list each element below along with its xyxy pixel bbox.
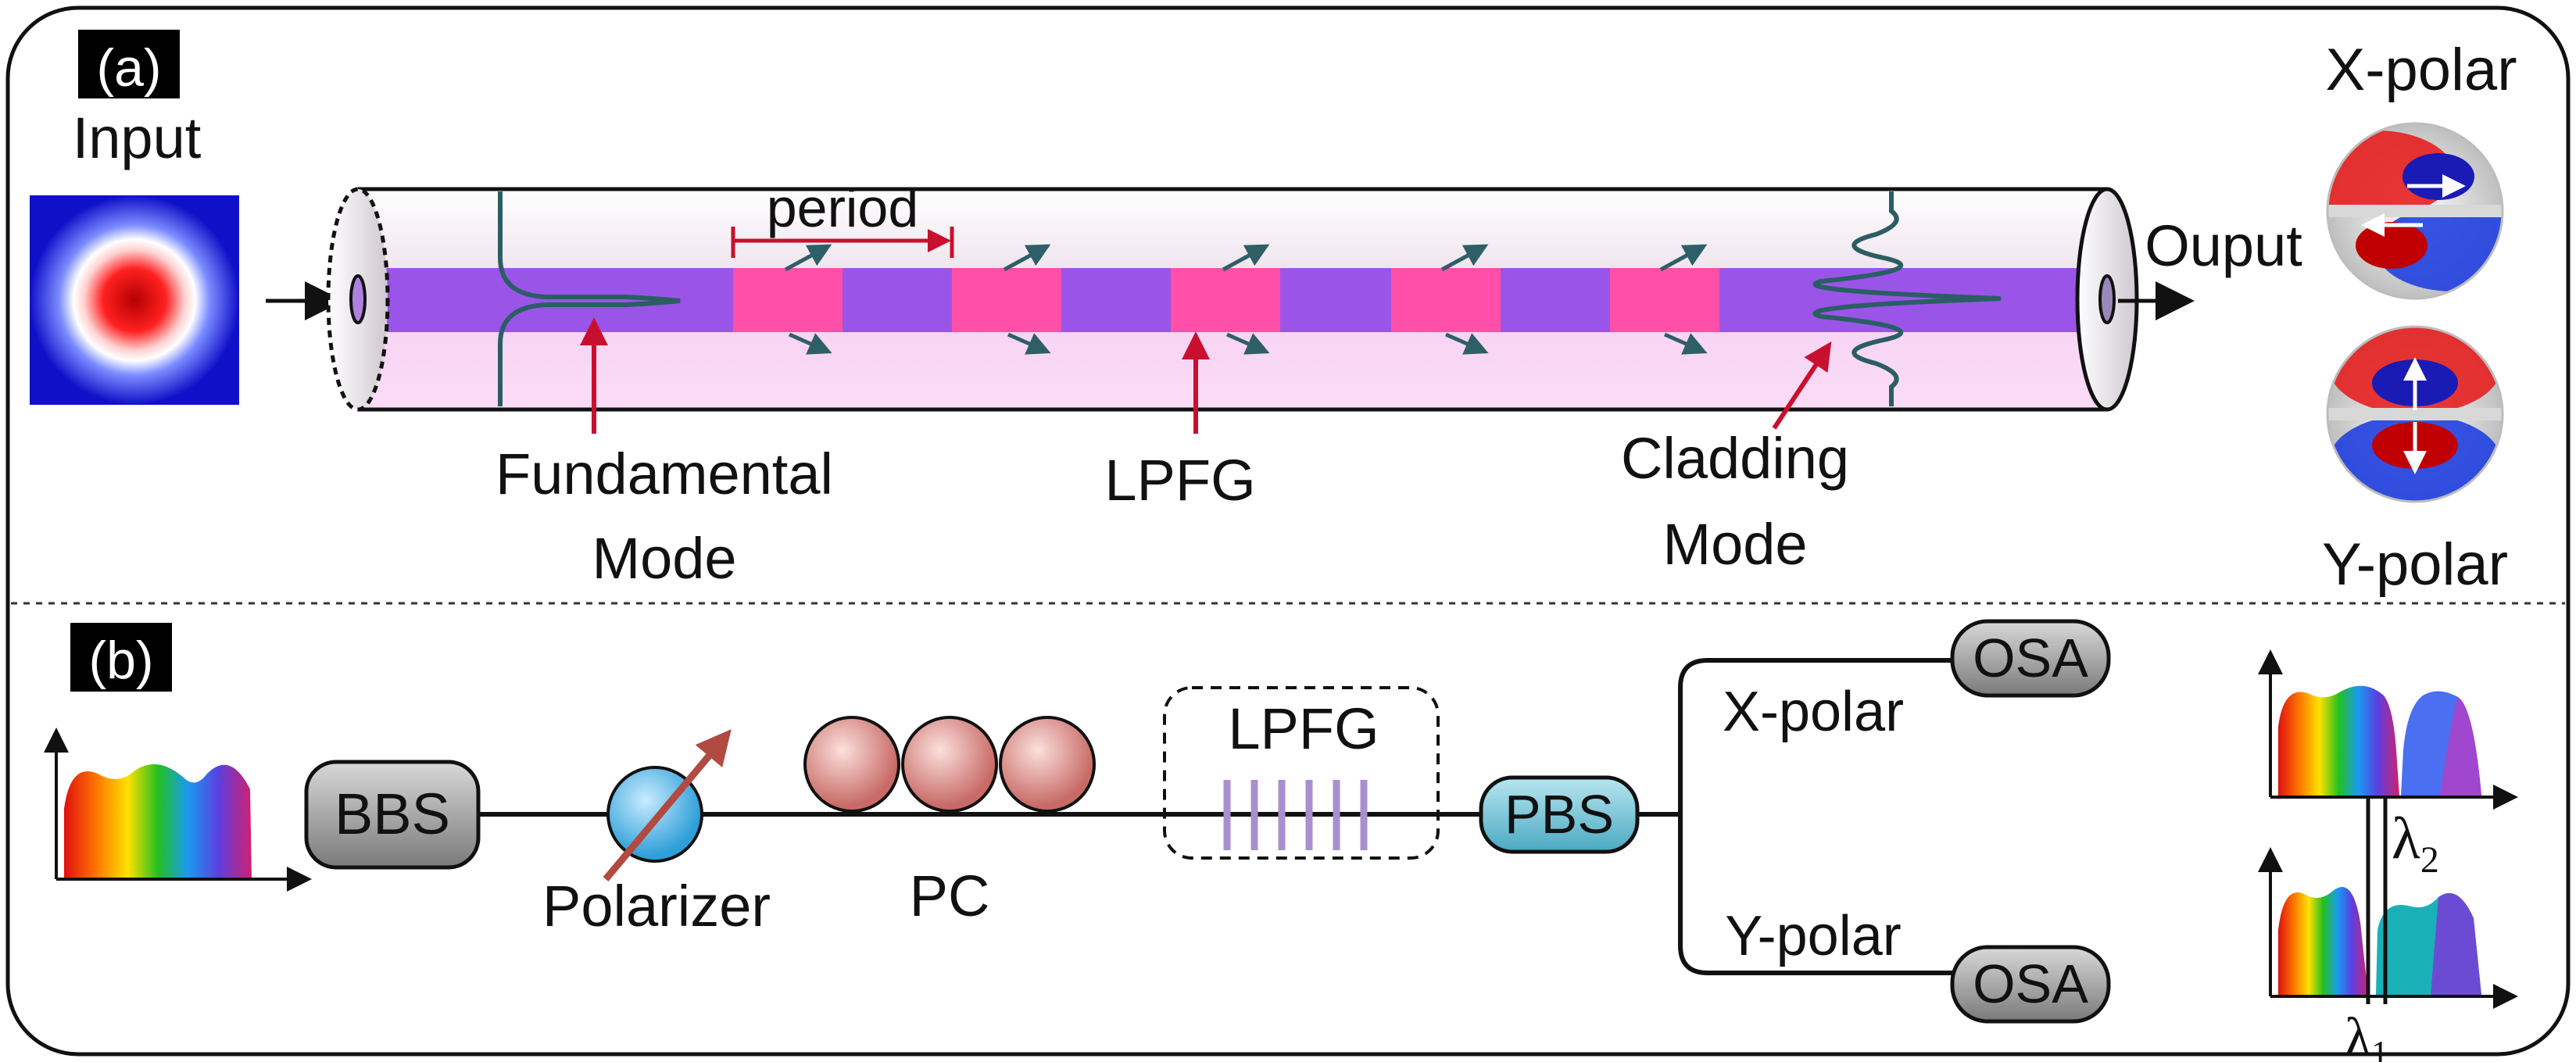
x-polar-mode-image: [2327, 123, 2503, 299]
y-polar-mode-outline: [2326, 325, 2504, 503]
panel-b-tag-bg: [70, 623, 172, 692]
x-polar-label-b: X-polar: [1723, 681, 1904, 743]
pc-paddle: [803, 716, 900, 813]
radiation-arrow: [1003, 244, 1051, 272]
radiation-arrow: [1222, 244, 1270, 272]
panel-b: (b) BBS Polarizer PC LPFG: [44, 619, 2518, 1062]
outer-frame: [5, 5, 2571, 1057]
radiation-arrow: [1007, 332, 1051, 355]
pc-paddle: [901, 716, 998, 813]
input-mode-image: [30, 195, 239, 405]
y-polar-mode-image: [2327, 327, 2503, 502]
fundamental-label-line2: Mode: [592, 526, 736, 591]
lpfg-grating-lines: [1223, 780, 1368, 850]
cladding-label-line1: Cladding: [1621, 426, 1849, 491]
y-polar-spectrum: [2258, 847, 2518, 1009]
radiation-arrow: [1225, 332, 1270, 355]
polarizer-arrow: [603, 729, 732, 881]
lambda2-label: λ2: [2392, 806, 2439, 881]
osa-top-label: OSA: [1973, 628, 2088, 688]
fiber-input-core: [349, 274, 367, 324]
bbs-label: BBS: [335, 781, 450, 846]
pbs-box: [1479, 775, 1640, 854]
grating-segment: [1391, 268, 1501, 332]
bbs-box: [304, 760, 481, 870]
y-polar-label-b: Y-polar: [1725, 905, 1902, 967]
cladding-label-line2: Mode: [1662, 512, 1807, 577]
radiation-arrow: [1659, 244, 1708, 272]
pbs-split-lines: [1678, 658, 1962, 975]
pc-paddle: [999, 716, 1096, 813]
polarizer-label: Polarizer: [542, 874, 771, 939]
radiation-arrow: [1440, 244, 1489, 272]
grating-segment: [1171, 268, 1280, 332]
lpfg-label-b: LPFG: [1228, 696, 1379, 761]
lpfg-box: [1163, 686, 1440, 860]
grating-segment: [733, 268, 843, 332]
grating-segment: [952, 268, 1061, 332]
period-label: period: [767, 177, 919, 238]
radiation-arrow: [1444, 332, 1489, 355]
y-polar-label-a: Y-polar: [2322, 531, 2508, 598]
fundamental-mode-curve: [498, 191, 681, 406]
fundamental-label-line1: Fundamental: [496, 442, 833, 506]
osa-top-box: [1950, 619, 2111, 698]
lpfg-label: LPFG: [1104, 448, 1255, 513]
radiation-arrow: [784, 244, 832, 272]
radiation-arrow: [788, 332, 832, 355]
input-label: Input: [73, 105, 202, 170]
panel-a: (a) Input: [30, 30, 2517, 598]
lambda1-label: λ1: [2345, 1007, 2388, 1062]
panel-a-tag-bg: [78, 30, 180, 98]
grating-segment: [1610, 268, 1719, 332]
osa-bottom-label: OSA: [1973, 953, 2088, 1014]
osa-bottom-box: [1950, 945, 2111, 1024]
pc-label: PC: [910, 864, 990, 928]
cladding-mode-curve: [1812, 191, 2002, 406]
x-polar-mode-outline: [2326, 122, 2504, 300]
panel-a-tag: (a): [96, 38, 161, 98]
x-polar-spectrum: [2258, 649, 2518, 810]
radiation-arrows: [784, 244, 1708, 355]
input-spectrum: [44, 728, 312, 892]
output-label: Ouput: [2145, 213, 2302, 278]
cladding-pointer: [1772, 341, 1832, 430]
pbs-label: PBS: [1504, 784, 1614, 845]
x-polar-label-a: X-polar: [2326, 37, 2517, 103]
radiation-arrow: [1663, 332, 1708, 355]
fiber-output-core: [2098, 274, 2116, 324]
panel-b-tag: (b): [88, 631, 153, 690]
